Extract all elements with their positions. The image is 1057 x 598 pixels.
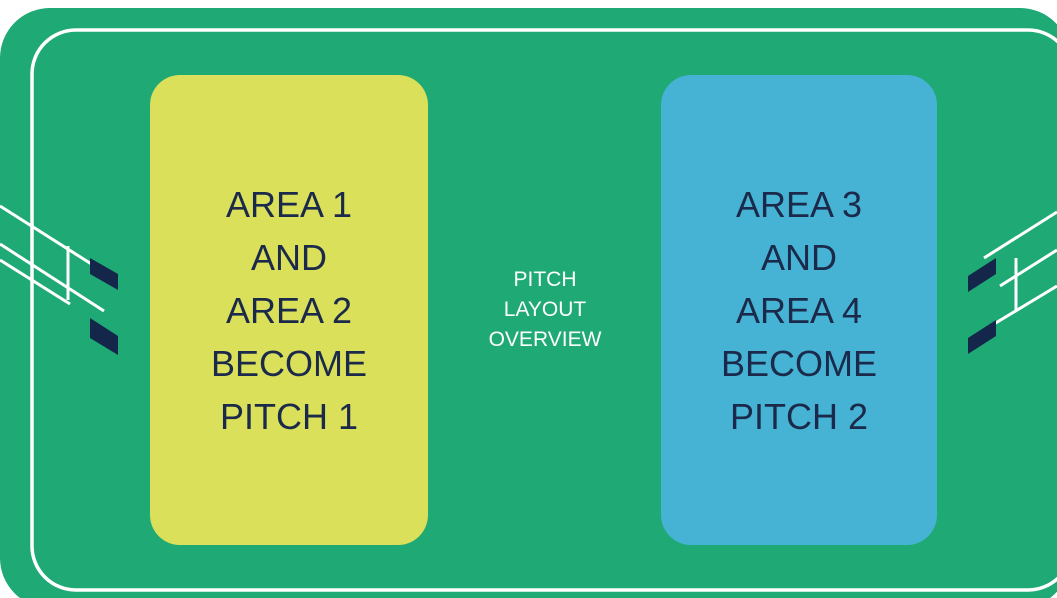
right-goal: [983, 210, 1057, 332]
left-goal-post-bottom: [90, 318, 118, 355]
right-goal-post-bottom: [968, 320, 996, 354]
area-left-label: AREA 1 AND AREA 2 BECOME PITCH 1: [210, 183, 368, 437]
left-goal-post-top: [90, 258, 118, 290]
right-goal-middle-line: [999, 248, 1057, 288]
center-label: PITCH LAYOUT OVERVIEW: [488, 268, 602, 351]
right-goal-upper-line: [983, 210, 1057, 260]
left-goal-upper-line: [0, 204, 105, 274]
right-goal-post-top: [968, 258, 996, 292]
field-boundary-line: [30, 28, 1057, 592]
left-goal-lower-line: [0, 242, 105, 313]
left-goal-bottom-line: [0, 258, 71, 306]
right-goal-lower-line: [983, 284, 1057, 332]
area-left-box: [150, 75, 428, 545]
area-right-box: [661, 75, 937, 545]
area-right-label: AREA 3 AND AREA 4 BECOME PITCH 2: [720, 183, 878, 437]
left-goal: [0, 204, 105, 313]
